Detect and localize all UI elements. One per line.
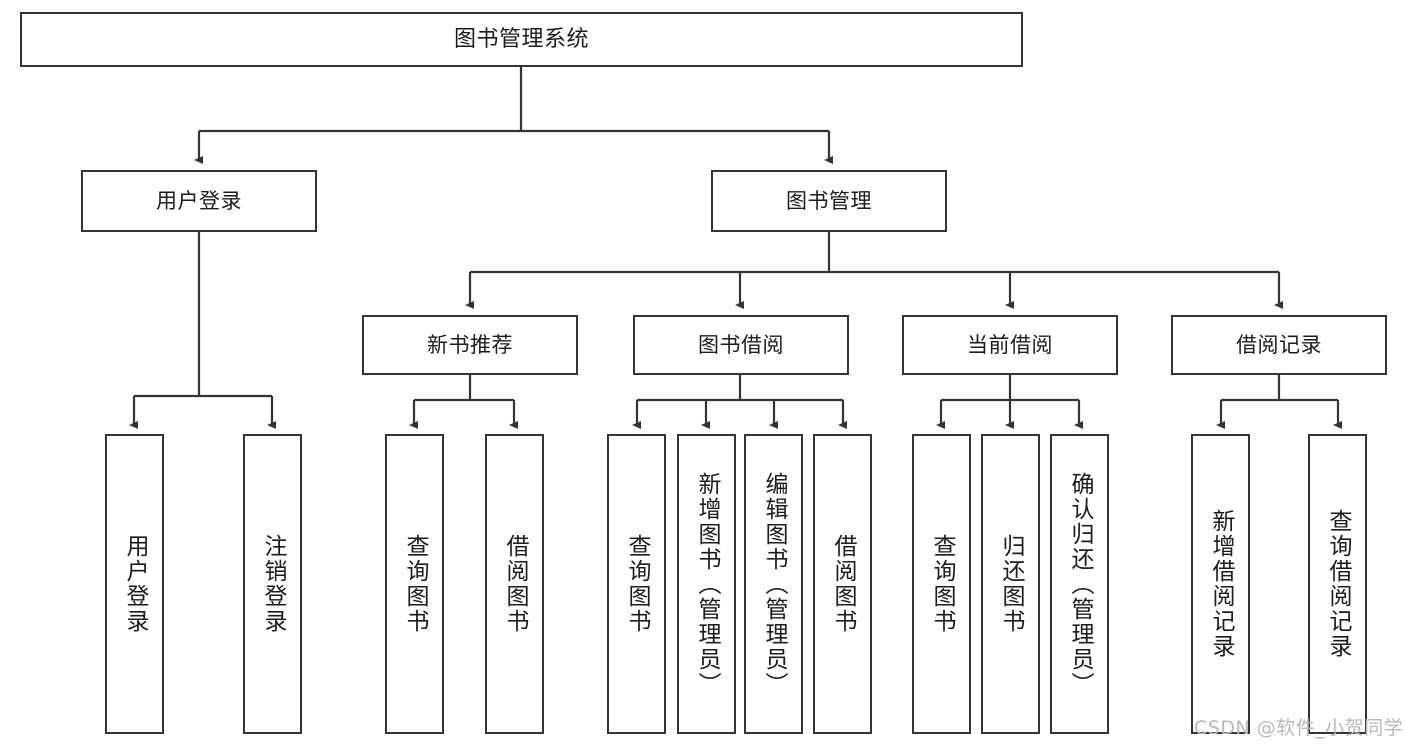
node-label: 新增图书（管理员）: [694, 471, 720, 697]
leaf-recommend-borrow-book[interactable]: 借阅图书: [485, 434, 544, 734]
node-book-management[interactable]: 图书管理: [711, 170, 947, 232]
node-root-system[interactable]: 图书管理系统: [20, 12, 1023, 67]
node-label: 查询图书: [402, 534, 428, 634]
leaf-current-query-book[interactable]: 查询图书: [912, 434, 971, 734]
csdn-watermark: CSDN @软件_小贺同学: [1194, 717, 1404, 739]
leaf-record-add-record[interactable]: 新增借阅记录: [1191, 434, 1250, 734]
leaf-user-login-logout[interactable]: 注销登录: [243, 434, 302, 734]
leaf-current-confirm-return[interactable]: 确认归还（管理员）: [1050, 434, 1109, 734]
node-current-borrow[interactable]: 当前借阅: [902, 315, 1118, 375]
node-label: 图书借阅: [698, 332, 784, 357]
leaf-borrow-query-book[interactable]: 查询图书: [607, 434, 666, 734]
node-label: 当前借阅: [967, 332, 1053, 357]
node-new-book-recommend[interactable]: 新书推荐: [362, 315, 578, 375]
node-label: 新增借阅记录: [1208, 509, 1234, 659]
node-book-borrow[interactable]: 图书借阅: [633, 315, 849, 375]
leaf-current-return-book[interactable]: 归还图书: [981, 434, 1040, 734]
node-label: 查询借阅记录: [1325, 509, 1351, 659]
leaf-recommend-query-book[interactable]: 查询图书: [385, 434, 444, 734]
node-label: 查询图书: [929, 534, 955, 634]
leaf-borrow-add-book[interactable]: 新增图书（管理员）: [677, 434, 736, 734]
node-label: 借阅图书: [502, 534, 528, 634]
node-label: 注销登录: [260, 534, 286, 634]
node-borrow-record[interactable]: 借阅记录: [1171, 315, 1387, 375]
node-label: 图书管理: [786, 188, 872, 213]
node-label: 用户登录: [122, 534, 148, 634]
node-label: 查询图书: [624, 534, 650, 634]
node-user-login[interactable]: 用户登录: [81, 170, 317, 232]
node-label: 借阅图书: [830, 534, 856, 634]
node-label: 图书管理系统: [453, 26, 589, 52]
leaf-record-query-record[interactable]: 查询借阅记录: [1308, 434, 1367, 734]
node-label: 确认归还（管理员）: [1067, 471, 1093, 697]
node-label: 用户登录: [156, 188, 242, 213]
node-label: 编辑图书（管理员）: [761, 471, 787, 697]
node-label: 归还图书: [998, 534, 1024, 634]
leaf-borrow-edit-book[interactable]: 编辑图书（管理员）: [744, 434, 803, 734]
leaf-user-login-login[interactable]: 用户登录: [105, 434, 164, 734]
node-label: 新书推荐: [427, 332, 513, 357]
node-label: 借阅记录: [1236, 332, 1322, 357]
leaf-borrow-borrow-book[interactable]: 借阅图书: [813, 434, 872, 734]
